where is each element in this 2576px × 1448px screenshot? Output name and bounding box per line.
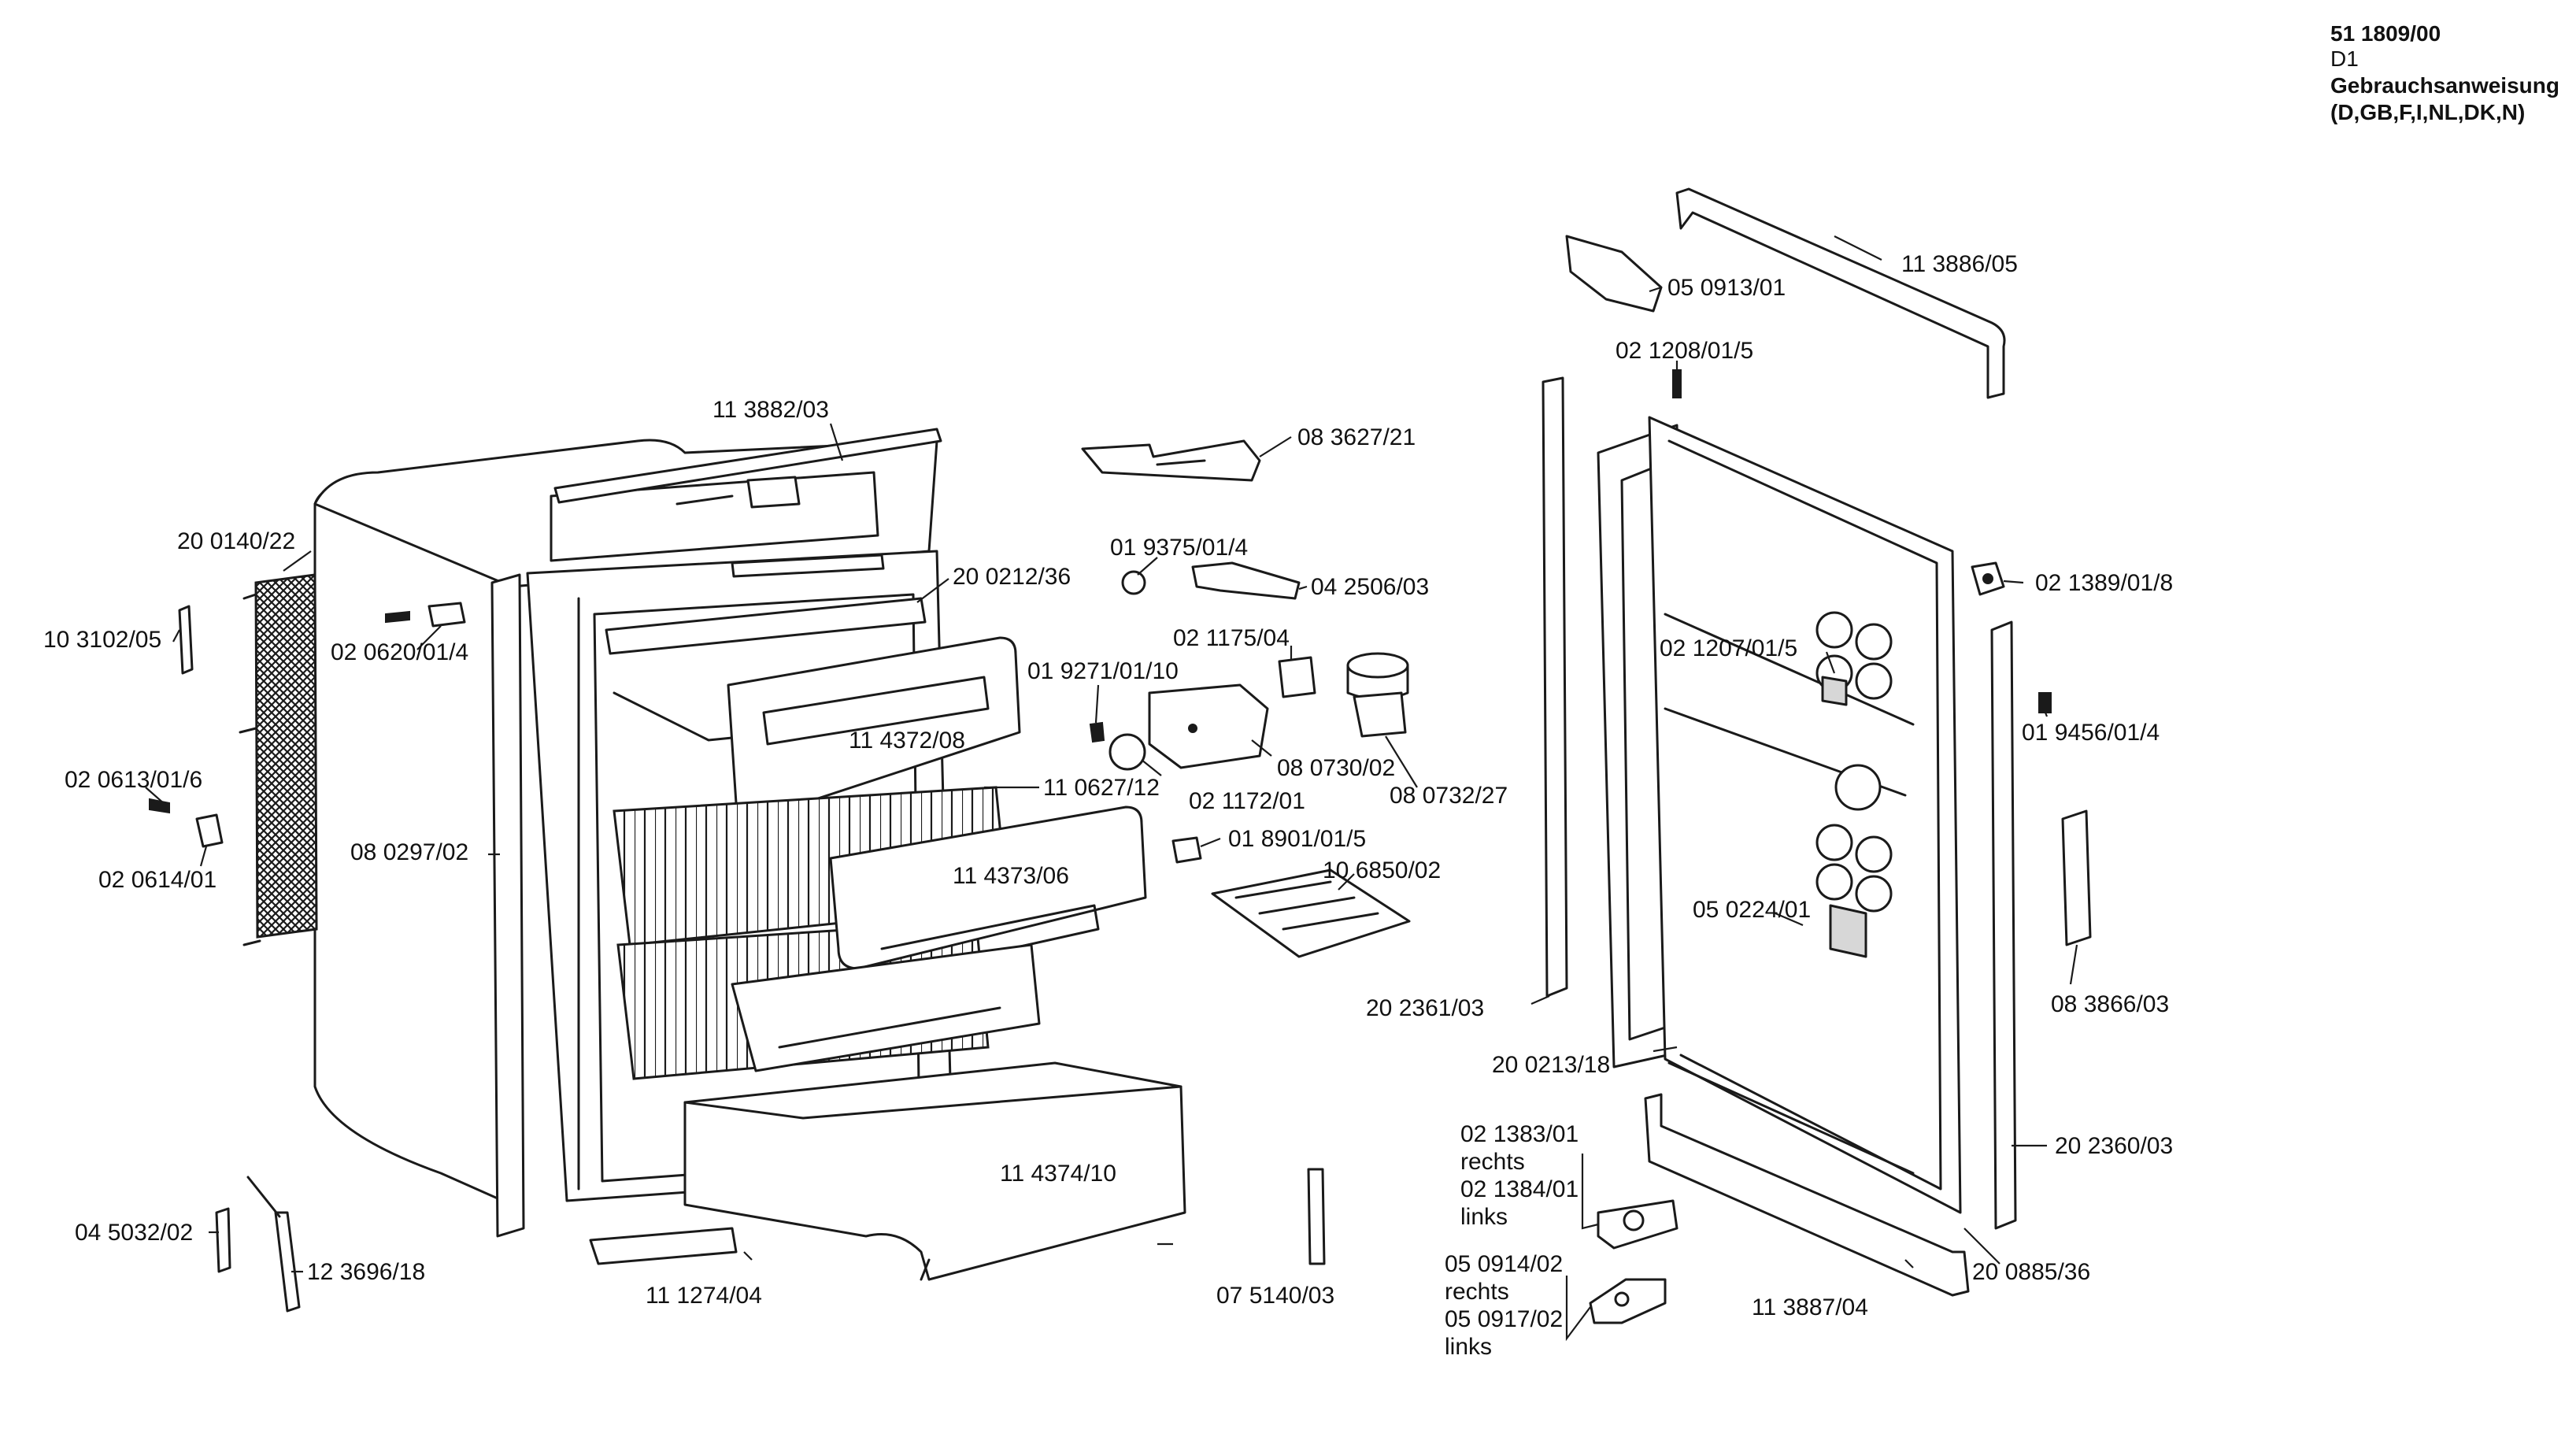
thermostat-knob bbox=[195, 813, 224, 848]
document-header: 51 1809/00 D1 Gebrauchsanweisung (D,GB,F… bbox=[2330, 21, 2559, 124]
part-11-4372-08: 11 4372/08 bbox=[849, 728, 965, 754]
part-11-4374-10: 11 4374/10 bbox=[1000, 1161, 1116, 1187]
part-20-0213-18: 20 0213/18 bbox=[1492, 1052, 1610, 1078]
valve-08-0732 bbox=[1353, 691, 1407, 738]
part-20-0885-36: 20 0885/36 bbox=[1972, 1259, 2090, 1285]
part-04-5032-02: 04 5032/02 bbox=[75, 1220, 193, 1246]
part-20-0140-22: 20 0140/22 bbox=[177, 528, 295, 554]
ignition-button bbox=[1171, 836, 1202, 864]
bottom-handle-bar bbox=[1644, 1093, 1970, 1297]
thermometer bbox=[1307, 1168, 1326, 1265]
door-handle-bar bbox=[1675, 187, 2006, 399]
part-02-1208-01-5: 02 1208/01/5 bbox=[1616, 338, 1753, 364]
cooling-coil bbox=[254, 573, 318, 939]
leader-lines bbox=[145, 235, 2078, 1342]
door-panel bbox=[1648, 416, 1962, 1214]
bracket-04-2506 bbox=[1191, 561, 1301, 600]
part-11-1274-04: 11 1274/04 bbox=[646, 1283, 762, 1309]
door-insert-square bbox=[1829, 904, 1867, 958]
part-08-3627-21: 08 3627/21 bbox=[1297, 424, 1416, 450]
door-seal-strip bbox=[490, 573, 525, 1238]
top-rail bbox=[553, 428, 942, 504]
middle-drawer bbox=[829, 805, 1147, 970]
knob-02-1172 bbox=[1108, 733, 1146, 771]
part-10-3102-05: 10 3102/05 bbox=[43, 627, 161, 653]
part-20-0212-36: 20 0212/36 bbox=[953, 564, 1071, 590]
part-05-0917-02: 05 0917/02 bbox=[1445, 1306, 1563, 1332]
part-02-1383-01: 02 1383/01 bbox=[1460, 1121, 1579, 1147]
screw-02-0613 bbox=[149, 798, 170, 814]
screw-01-9271 bbox=[1089, 721, 1105, 743]
bottom-clip bbox=[589, 1227, 738, 1265]
screw-01-9456 bbox=[2038, 692, 2052, 713]
knob-01-9375 bbox=[1121, 570, 1146, 595]
lower-tray bbox=[731, 943, 1041, 1072]
cabinet-drawing bbox=[149, 428, 1186, 1313]
part-02-1383-01-side: rechts bbox=[1460, 1149, 1525, 1175]
hinge-strip-left bbox=[1542, 376, 1568, 998]
ice-tray bbox=[1211, 868, 1411, 958]
part-02-0613-01-6: 02 0613/01/6 bbox=[65, 767, 202, 793]
part-11-3882-03: 11 3882/03 bbox=[712, 397, 829, 423]
part-08-0730-02: 08 0730/02 bbox=[1277, 755, 1395, 781]
hinge-pin-left bbox=[178, 605, 194, 675]
part-02-1384-01-side: links bbox=[1460, 1204, 1508, 1230]
part-05-0917-02-side: links bbox=[1445, 1334, 1492, 1360]
hinge-strip-right bbox=[1990, 620, 2017, 1230]
part-11-4373-06: 11 4373/06 bbox=[953, 863, 1069, 889]
part-01-9375-01-4: 01 9375/01/4 bbox=[1110, 535, 1248, 561]
part-08-3866-03: 08 3866/03 bbox=[2051, 991, 2169, 1017]
part-11-3887-04: 11 3887/04 bbox=[1752, 1294, 1868, 1320]
screw-02-0620 bbox=[385, 610, 410, 624]
part-04-2506-03: 04 2506/03 bbox=[1311, 574, 1429, 600]
part-02-1175-04: 02 1175/04 bbox=[1173, 625, 1290, 651]
part-02-1389-01-8: 02 1389/01/8 bbox=[2035, 570, 2173, 596]
hinge-cover-05-0913 bbox=[1565, 235, 1663, 313]
igniter-02-1175 bbox=[1278, 656, 1316, 698]
part-05-0914-02-side: rechts bbox=[1445, 1279, 1509, 1305]
part-10-6850-02: 10 6850/02 bbox=[1323, 857, 1441, 883]
part-11-3886-05: 11 3886/05 bbox=[1901, 251, 2018, 277]
part-02-1207-01-5: 02 1207/01/5 bbox=[1660, 635, 1797, 661]
header-doc-number: 51 1809/00 bbox=[2330, 21, 2441, 46]
part-01-9456-01-4: 01 9456/01/4 bbox=[2022, 720, 2160, 746]
part-01-8901-01-5: 01 8901/01/5 bbox=[1228, 826, 1366, 852]
thermocouple bbox=[274, 1211, 301, 1313]
header-manual-title: Gebrauchsanweisung bbox=[2330, 73, 2559, 98]
burner-ring bbox=[1346, 652, 1409, 679]
part-02-1172-01: 02 1172/01 bbox=[1189, 788, 1305, 814]
part-08-0297-02: 08 0297/02 bbox=[350, 839, 468, 865]
part-07-5140-03: 07 5140/03 bbox=[1216, 1283, 1334, 1309]
gas-tube bbox=[215, 1207, 231, 1273]
part-05-0913-01: 05 0913/01 bbox=[1667, 275, 1786, 301]
part-labels: 11 3882/03 20 0140/22 10 3102/05 02 0620… bbox=[43, 251, 2173, 1360]
part-08-0732-27: 08 0732/27 bbox=[1390, 783, 1508, 809]
part-20-2361-03: 20 2361/03 bbox=[1366, 995, 1484, 1021]
door-handle bbox=[2061, 809, 2092, 946]
control-parts-drawing bbox=[1081, 439, 1411, 1265]
part-05-0914-02: 05 0914/02 bbox=[1445, 1251, 1563, 1277]
part-02-0620-01-4: 02 0620/01/4 bbox=[331, 639, 468, 665]
gas-control-housing bbox=[1148, 683, 1269, 769]
part-02-0614-01: 02 0614/01 bbox=[98, 867, 217, 893]
part-11-0627-12: 11 0627/12 bbox=[1043, 775, 1160, 801]
part-12-3696-18: 12 3696/18 bbox=[307, 1259, 425, 1285]
part-01-9271-01-10: 01 9271/01/10 bbox=[1027, 658, 1179, 684]
screw-02-1208 bbox=[1672, 369, 1682, 398]
cabinet-top bbox=[313, 439, 938, 588]
door-clip-02-1207 bbox=[1821, 676, 1848, 706]
control-panel bbox=[1081, 439, 1261, 482]
part-05-0224-01: 05 0224/01 bbox=[1693, 897, 1811, 923]
part-02-1384-01: 02 1384/01 bbox=[1460, 1176, 1579, 1202]
header-model: D1 bbox=[2330, 46, 2359, 71]
header-languages: (D,GB,F,I,NL,DK,N) bbox=[2330, 100, 2525, 124]
part-20-2360-03: 20 2360/03 bbox=[2055, 1133, 2173, 1159]
